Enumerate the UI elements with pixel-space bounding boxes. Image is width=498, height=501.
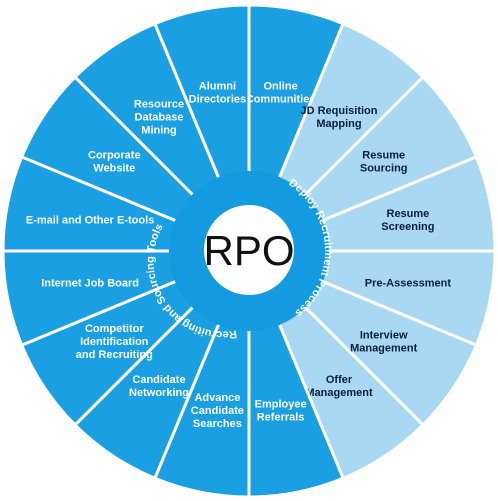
segment-label-line: and Recruiting <box>76 349 153 361</box>
segment-label-line: Screening <box>381 221 434 233</box>
segment-label-line: Candidate <box>191 405 244 417</box>
segment-label-line: Website <box>93 163 135 175</box>
center-label: RPO <box>203 227 294 274</box>
segment-label-line: Pre-Assessment <box>365 278 452 290</box>
segment-label-line: Directories <box>189 94 246 106</box>
segment-label-line: Sourcing <box>360 163 408 175</box>
segment-label-line: Competitor <box>85 323 144 335</box>
segment-label-line: Management <box>305 387 373 399</box>
segment-label-line: Mapping <box>316 118 361 130</box>
segment-label-line: Candidate <box>132 374 185 386</box>
segment-label-line: Alumni <box>199 81 236 93</box>
segment-label-line: Identification <box>80 336 149 348</box>
segment-label-line: Interview <box>360 330 408 342</box>
segment-label-line: Database <box>135 111 184 123</box>
segment-label-line: Management <box>350 343 418 355</box>
segment-label-line: Advance <box>194 392 240 404</box>
segment-label-line: Communities <box>246 94 316 106</box>
segment-label-line: Networking <box>129 387 189 399</box>
segment-label-line: JD Requisition <box>300 105 377 117</box>
segment-label: Pre-Assessment <box>365 278 452 290</box>
segment-label-line: Mining <box>141 124 176 136</box>
segment-label-line: Online <box>263 81 297 93</box>
segment-label-line: Resume <box>362 150 405 162</box>
segment-label: Internet Job Board <box>41 278 139 290</box>
center-circle <box>204 205 294 295</box>
segment-label-line: Resume <box>387 208 430 220</box>
segment-label: E-mail and Other E-tools <box>26 214 154 226</box>
segment-label-line: E-mail and Other E-tools <box>26 214 154 226</box>
segment-label-line: Resource <box>134 98 184 110</box>
segment-label-line: Internet Job Board <box>41 278 139 290</box>
segment-label-line: Offer <box>326 374 353 386</box>
segment-label-line: Employee <box>255 398 307 410</box>
segment-label-line: Referrals <box>257 411 305 423</box>
segment-label-line: Searches <box>193 418 242 430</box>
segment-label-line: Corporate <box>88 150 141 162</box>
